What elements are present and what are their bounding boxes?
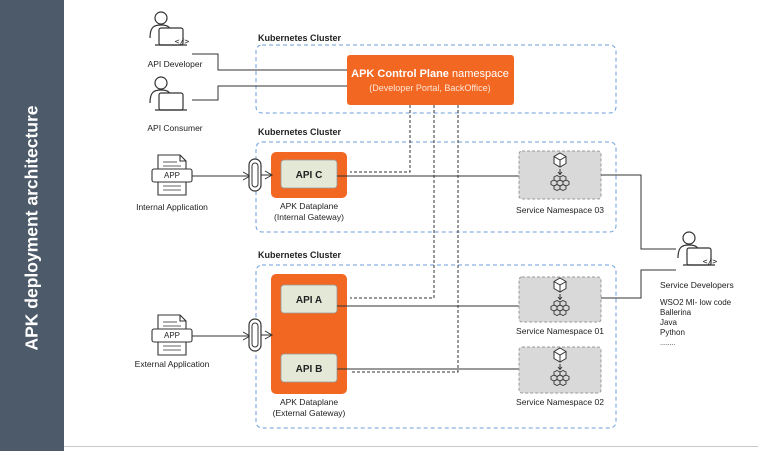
dashed-link-api-c xyxy=(350,105,411,173)
api-a-box xyxy=(280,284,338,314)
link-icon xyxy=(248,318,262,352)
api-b-label: API B xyxy=(296,364,323,375)
dashed-link-api-a xyxy=(350,105,435,299)
external-dataplane-line2: (External Gateway) xyxy=(273,408,346,418)
cluster-label: Kubernetes Cluster xyxy=(258,127,342,137)
arrowhead xyxy=(264,170,274,180)
bottom-divider xyxy=(64,446,758,447)
internal-dataplane-line1: APK Dataplane xyxy=(280,201,338,211)
external-dataplane-line1: APK Dataplane xyxy=(280,397,338,407)
dashed-link-api-b xyxy=(350,105,459,373)
code-glyph: </> xyxy=(175,37,190,46)
service-dev-item: Java xyxy=(660,318,677,327)
service-namespace-03-label: Service Namespace 03 xyxy=(516,205,604,215)
arrowhead xyxy=(264,330,274,340)
service-developers-label: Service Developers xyxy=(660,280,734,290)
app-badge: APP xyxy=(164,331,180,340)
control-plane-box xyxy=(347,55,514,105)
service-dev-item: Ballerina xyxy=(660,308,692,317)
api-developer-label: API Developer xyxy=(148,59,203,69)
control-plane-title: APK Control Plane namespace xyxy=(351,68,509,80)
connector-consumer xyxy=(192,85,350,101)
internal-app-label: Internal Application xyxy=(136,202,208,212)
connector-developer xyxy=(192,53,350,71)
cluster-label: Kubernetes Cluster xyxy=(258,33,342,43)
internal-dataplane-line2: (Internal Gateway) xyxy=(274,212,344,222)
app-badge: APP xyxy=(164,171,180,180)
api-consumer-icon xyxy=(149,76,188,111)
api-b-box xyxy=(280,353,338,383)
service-dev-item: ........ xyxy=(660,340,676,347)
service-dev-item: WSO2 MI- low code xyxy=(660,298,732,307)
api-c-label: API C xyxy=(296,170,323,181)
cluster-label: Kubernetes Cluster xyxy=(258,250,342,260)
code-glyph: </> xyxy=(703,257,718,266)
api-c-box xyxy=(280,159,338,189)
control-plane-subtitle: (Developer Portal, BackOffice) xyxy=(369,83,490,93)
api-a-label: API A xyxy=(296,295,322,306)
api-consumer-label: API Consumer xyxy=(147,123,202,133)
service-dev-item: Python xyxy=(660,328,685,337)
link-icon xyxy=(248,158,262,192)
service-namespace-02-label: Service Namespace 02 xyxy=(516,397,604,407)
external-app-label: External Application xyxy=(135,359,210,369)
connector-ns01-devs xyxy=(601,269,676,299)
cluster-box-control xyxy=(255,44,617,114)
service-namespace-01-label: Service Namespace 01 xyxy=(516,326,604,336)
connector-ns03-devs xyxy=(601,174,676,250)
sidebar: APK deployment architecture xyxy=(0,0,64,451)
